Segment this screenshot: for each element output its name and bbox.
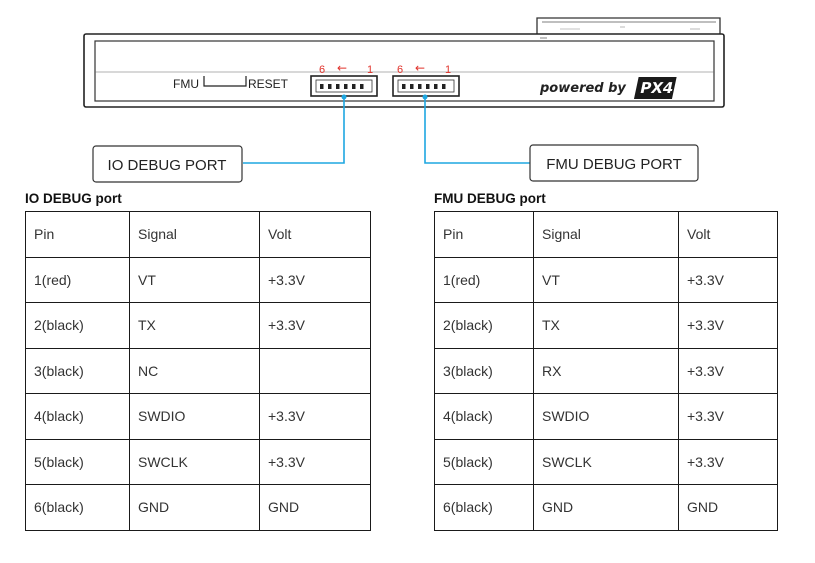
header-cell: Signal bbox=[129, 211, 260, 258]
io-callout-box: IO DEBUG PORT bbox=[92, 145, 243, 183]
table-row: 5(black) SWCLK +3.3V bbox=[25, 438, 371, 485]
table-row: 3(black) NC bbox=[25, 347, 371, 394]
pin-cell: 6(black) bbox=[25, 484, 130, 531]
table-row: 5(black) SWCLK +3.3V bbox=[434, 438, 778, 485]
header-cell: Volt bbox=[678, 211, 778, 258]
volt-cell: GND bbox=[259, 484, 371, 531]
signal-cell: NC bbox=[129, 347, 260, 394]
signal-cell: RX bbox=[533, 347, 679, 394]
io-pin-1-label: 1 bbox=[367, 64, 373, 76]
powered-by-text: powered by bbox=[539, 81, 626, 96]
io-debug-connector: 6 ← 1 bbox=[310, 61, 378, 97]
table-row: 6(black) GND GND bbox=[25, 484, 371, 531]
pin-cell: 6(black) bbox=[434, 484, 534, 531]
fmu-callout-box: FMU DEBUG PORT bbox=[529, 144, 699, 182]
px4-brand-text: PX4 bbox=[638, 79, 675, 97]
pin-cell: 3(black) bbox=[434, 347, 534, 394]
signal-cell: TX bbox=[129, 302, 260, 349]
fmu-debug-table: Pin Signal Volt 1(red) VT +3.3V 2(black)… bbox=[434, 211, 778, 531]
volt-cell: +3.3V bbox=[678, 438, 778, 485]
table-row: 4(black) SWDIO +3.3V bbox=[434, 393, 778, 440]
table-row: 1(red) VT +3.3V bbox=[25, 256, 371, 303]
pin-cell: 1(red) bbox=[434, 256, 534, 303]
io-pin-arrow: ← bbox=[337, 61, 347, 75]
rear-board-outline bbox=[536, 17, 721, 36]
table-row: 4(black) SWDIO +3.3V bbox=[25, 393, 371, 440]
header-cell: Pin bbox=[434, 211, 534, 258]
volt-cell: +3.3V bbox=[678, 256, 778, 303]
signal-cell: SWCLK bbox=[129, 438, 260, 485]
io-debug-table: Pin Signal Volt 1(red) VT +3.3V 2(black)… bbox=[25, 211, 371, 531]
pin-cell: 5(black) bbox=[434, 438, 534, 485]
volt-cell: +3.3V bbox=[678, 393, 778, 440]
table-row: 6(black) GND GND bbox=[434, 484, 778, 531]
table-row: 1(red) VT +3.3V bbox=[434, 256, 778, 303]
fmu-callout-line bbox=[422, 94, 530, 164]
reset-switch-label: RESET bbox=[248, 77, 289, 91]
pin-cell: 4(black) bbox=[25, 393, 130, 440]
volt-cell: +3.3V bbox=[259, 438, 371, 485]
table-row: 2(black) TX +3.3V bbox=[434, 302, 778, 349]
header-cell: Pin bbox=[25, 211, 130, 258]
volt-cell: +3.3V bbox=[678, 302, 778, 349]
header-cell: Signal bbox=[533, 211, 679, 258]
signal-cell: SWCLK bbox=[533, 438, 679, 485]
device-diagram: FMU RESET 6 ← 1 6 ← 1 bbox=[83, 17, 725, 183]
io-callout-line bbox=[243, 94, 347, 164]
header-cell: Volt bbox=[259, 211, 371, 258]
fmu-pin-arrow: ← bbox=[415, 61, 425, 75]
pin-cell: 3(black) bbox=[25, 347, 130, 394]
powered-by-px4-logo: powered by PX4 bbox=[539, 77, 677, 99]
signal-cell: GND bbox=[533, 484, 679, 531]
fmu-switch-label: FMU bbox=[173, 77, 199, 91]
fmu-table-title: FMU DEBUG port bbox=[434, 191, 546, 206]
signal-cell: VT bbox=[533, 256, 679, 303]
volt-cell bbox=[259, 347, 371, 394]
fmu-pin-6-label: 6 bbox=[397, 64, 403, 76]
io-callout-label: IO DEBUG PORT bbox=[108, 157, 227, 174]
device-case bbox=[83, 33, 725, 108]
signal-cell: SWDIO bbox=[533, 393, 679, 440]
signal-cell: GND bbox=[129, 484, 260, 531]
volt-cell: +3.3V bbox=[259, 256, 371, 303]
fmu-reset-switch: FMU RESET bbox=[173, 76, 289, 91]
pin-cell: 2(black) bbox=[434, 302, 534, 349]
pin-cell: 5(black) bbox=[25, 438, 130, 485]
fmu-pin-1-label: 1 bbox=[445, 64, 451, 76]
volt-cell: GND bbox=[678, 484, 778, 531]
volt-cell: +3.3V bbox=[678, 347, 778, 394]
fmu-debug-connector: 6 ← 1 bbox=[392, 61, 460, 97]
signal-cell: SWDIO bbox=[129, 393, 260, 440]
volt-cell: +3.3V bbox=[259, 302, 371, 349]
fmu-callout-label: FMU DEBUG PORT bbox=[546, 156, 682, 173]
pin-cell: 1(red) bbox=[25, 256, 130, 303]
pin-cell: 4(black) bbox=[434, 393, 534, 440]
table-header-row: Pin Signal Volt bbox=[434, 211, 778, 258]
signal-cell: VT bbox=[129, 256, 260, 303]
io-table-title: IO DEBUG port bbox=[25, 191, 122, 206]
volt-cell: +3.3V bbox=[259, 393, 371, 440]
signal-cell: TX bbox=[533, 302, 679, 349]
table-row: 2(black) TX +3.3V bbox=[25, 302, 371, 349]
io-pin-6-label: 6 bbox=[319, 64, 325, 76]
table-header-row: Pin Signal Volt bbox=[25, 211, 371, 258]
pin-cell: 2(black) bbox=[25, 302, 130, 349]
table-row: 3(black) RX +3.3V bbox=[434, 347, 778, 394]
